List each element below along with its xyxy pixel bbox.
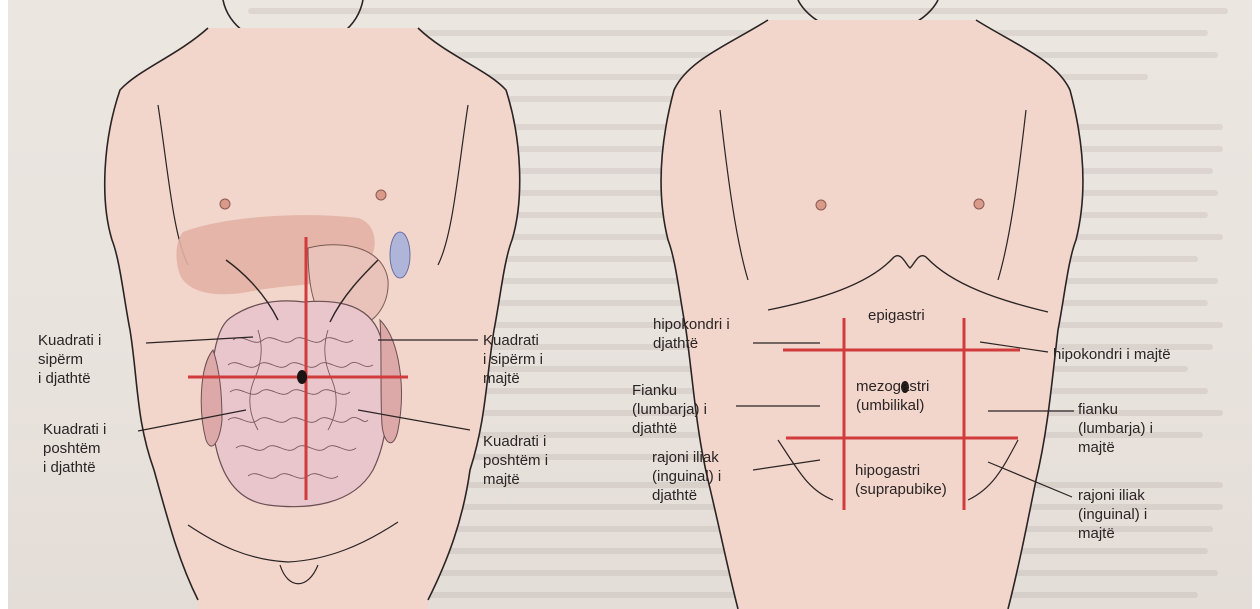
label-right-lumbar: Fianku (lumbarja) i djathtë bbox=[632, 381, 707, 438]
label-left-iliac: rajoni iliak (inguinal) i majtë bbox=[1078, 486, 1147, 543]
label-left-lumbar: fianku (lumbarja) i majtë bbox=[1078, 400, 1153, 457]
label-lower-right-quadrant: Kuadrati i poshtëm i djathtë bbox=[43, 420, 106, 477]
label-upper-right-quadrant: Kuadrati i sipërm i djathtë bbox=[38, 331, 101, 388]
label-lower-left-quadrant: Kuadrati i poshtëm i majtë bbox=[483, 432, 548, 489]
anatomy-diagram bbox=[8, 0, 1252, 609]
label-upper-left-quadrant: Kuadrati i sipërm i majtë bbox=[483, 331, 543, 388]
label-left-hypochondrium: hipokondri i majtë bbox=[1053, 345, 1171, 364]
label-right-hypochondrium: hipokondri i djathtë bbox=[653, 315, 730, 353]
label-right-iliac: rajoni iliak (inguinal) i djathtë bbox=[652, 448, 721, 505]
textbook-page: Kuadrati i sipërm i djathtë Kuadrati i p… bbox=[8, 0, 1252, 609]
spleen bbox=[390, 232, 410, 278]
right-torso bbox=[661, 0, 1083, 609]
umbilicus-left bbox=[297, 370, 307, 384]
label-hypogastric: hipogastri (suprapubike) bbox=[855, 461, 947, 499]
label-umbilical: mezogastri (umbilikal) bbox=[856, 377, 929, 415]
label-epigastric: epigastri bbox=[868, 306, 925, 325]
